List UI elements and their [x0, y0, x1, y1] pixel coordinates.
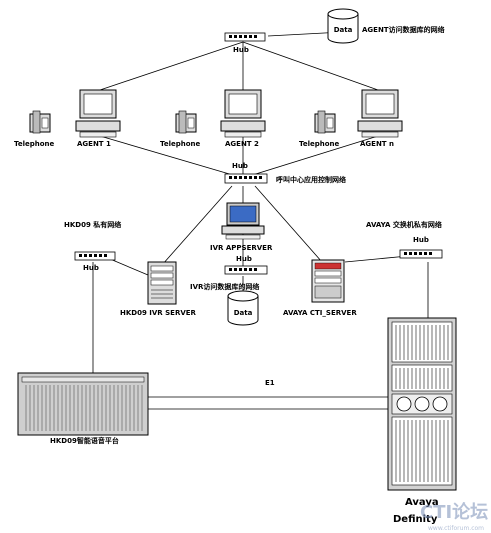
telephone-1-icon — [29, 110, 51, 134]
agent-2-label: AGENT 2 — [225, 140, 259, 148]
line-agentn-midhub — [242, 135, 379, 179]
telephone-3-label: Telephone — [299, 140, 340, 148]
telephone-3-icon — [314, 110, 336, 134]
hub-ivr — [224, 265, 268, 275]
watermark-url: www.ctiforum.com — [428, 525, 484, 532]
line-hub-agent1 — [99, 41, 244, 91]
telephone-2-icon — [175, 110, 197, 134]
hub-top-label: Hub — [233, 46, 249, 54]
hkd09-ivr-server-label: HKD09 IVR SERVER — [120, 309, 197, 317]
line-midhub-cti — [254, 185, 323, 263]
line-cti-righthub — [344, 255, 409, 263]
agent-db-network-label: AGENT访问数据库的网络 — [362, 25, 445, 34]
hub-left-label: Hub — [83, 264, 99, 272]
avaya-cti-server-icon — [311, 259, 345, 303]
hub-mid-label: Hub — [232, 162, 248, 170]
hub-right-label: Hub — [413, 236, 429, 244]
callcenter-network-label: 呼叫中心应用控制网络 — [276, 175, 346, 184]
avaya-label: Avaya — [405, 497, 439, 508]
hkd09-platform-label: HKD09智能语音平台 — [50, 436, 119, 445]
ivr-db-network-label: IVR访问数据库的网络 — [190, 282, 259, 291]
line-agent1-midhub — [99, 135, 244, 179]
data-bottom-label: Data — [234, 309, 253, 317]
agent-n-label: AGENT n — [360, 140, 394, 148]
agent-1-computer-icon — [75, 89, 121, 138]
line-midhub-ivrserver — [161, 185, 233, 266]
ivr-appserver-computer-icon — [221, 202, 265, 240]
hkd09-private-network-label: HKD09 私有网络 — [64, 220, 121, 229]
avaya-private-network-label: AVAYA 交换机私有网络 — [366, 220, 442, 229]
hkd09-ivr-server-icon — [147, 261, 177, 305]
database-cylinder-top: Data — [327, 8, 359, 44]
avaya-definity-cabinet-icon — [387, 317, 457, 491]
definity-label: Definity — [393, 514, 438, 525]
hub-right — [399, 249, 443, 259]
hkd09-platform-icon — [17, 372, 149, 436]
avaya-cti-server-label: AVAYA CTI_SERVER — [283, 309, 357, 317]
hub-mid — [224, 173, 268, 184]
watermark-text: CTI论坛 — [420, 501, 488, 523]
hub-top — [224, 32, 266, 42]
line-hub-agentn — [242, 41, 379, 91]
telephone-1-label: Telephone — [14, 140, 55, 148]
database-cylinder-bottom: Data — [227, 290, 259, 326]
ivr-appserver-label: IVR APPSERVER — [210, 244, 273, 252]
e1-label: E1 — [265, 379, 275, 387]
hub-ivr-label: Hub — [236, 255, 252, 263]
data-top-label: Data — [334, 26, 353, 34]
hub-left — [74, 251, 116, 261]
telephone-2-label: Telephone — [160, 140, 201, 148]
agent-n-computer-icon — [357, 89, 403, 138]
ctiforum-watermark-logo: CTI论坛 www.ctiforum.com — [420, 501, 488, 532]
agent-1-label: AGENT 1 — [77, 140, 111, 148]
agent-2-computer-icon — [220, 89, 266, 138]
